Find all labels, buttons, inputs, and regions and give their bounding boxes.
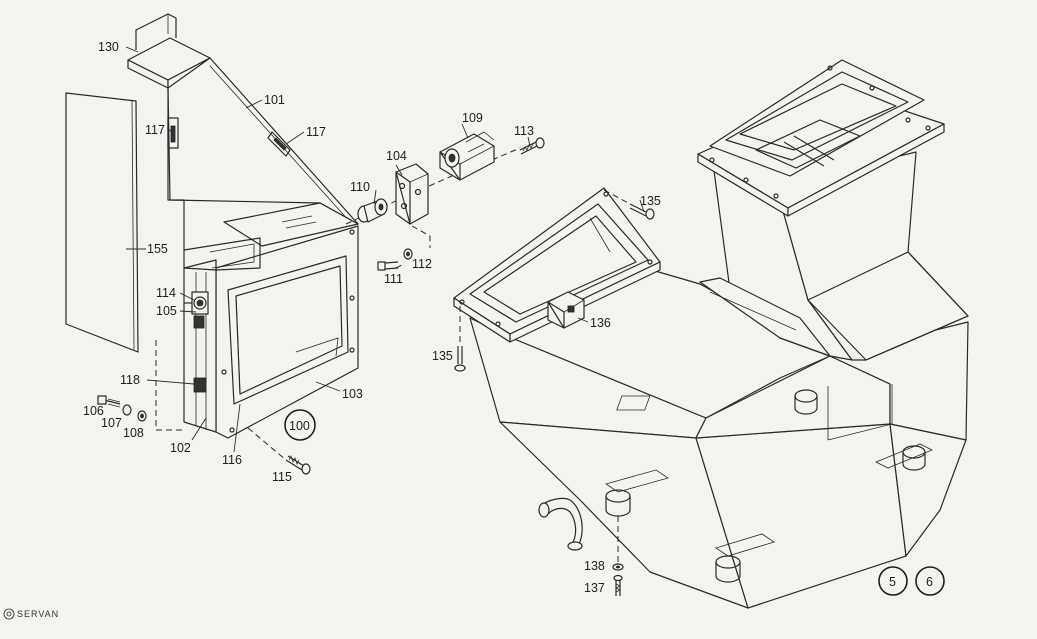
screw-115 [247,427,311,475]
label-106: 106 [83,404,104,418]
label-136: 136 [590,316,611,330]
label-110: 110 [350,180,370,194]
label-102: 102 [170,441,191,455]
logo-mark-icon [3,608,15,620]
servan-logo: SERVAN [3,608,59,620]
label-100: 100 [289,419,310,433]
label-117-left: 117 [145,123,165,137]
screw-135-top [603,189,655,220]
hopper-assembly [453,59,969,609]
switch-114 [184,291,209,329]
fasteners-106-108 [97,340,184,431]
label-ref-5: 5 [889,575,896,589]
label-113: 113 [514,124,534,138]
main-housing [167,57,359,439]
leader-lines [125,46,645,453]
label-135-top: 135 [640,194,661,208]
label-130: 130 [98,40,119,54]
label-111: 111 [384,272,403,286]
part-labels: 130 101 117 117 155 114 105 118 106 107 … [83,40,945,596]
label-112: 112 [412,257,432,271]
motor-assembly [345,131,545,271]
label-116: 116 [222,453,242,467]
label-138: 138 [584,559,605,573]
label-108: 108 [123,426,144,440]
label-137: 137 [584,581,605,595]
label-118: 118 [120,373,140,387]
label-101: 101 [264,93,285,107]
label-105: 105 [156,304,177,318]
label-135-left: 135 [432,349,453,363]
terminal-118 [193,377,207,393]
label-ref-6: 6 [926,575,933,589]
label-109: 109 [462,111,483,125]
foot-fasteners-137-138 [612,516,624,596]
label-117-right: 117 [306,125,326,139]
label-104: 104 [386,149,407,163]
label-114: 114 [156,286,176,300]
label-103: 103 [342,387,363,401]
ref-circle-100 [284,409,316,441]
label-115: 115 [272,470,292,484]
logo-text: SERVAN [17,609,59,619]
label-107: 107 [101,416,122,430]
label-155: 155 [147,242,168,256]
screw-135-left [454,306,466,372]
ref-circle-6 [915,566,945,596]
panel-155 [65,92,139,353]
ref-circle-5 [878,566,908,596]
